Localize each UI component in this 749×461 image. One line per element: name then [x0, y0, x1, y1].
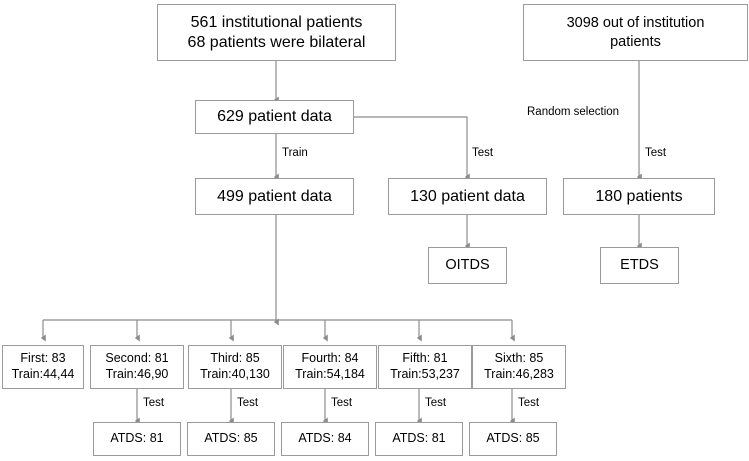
fold-3-name: Third: 85	[210, 351, 260, 366]
fold-2-name: Second: 81	[105, 351, 169, 366]
node-test-internal-patient-data: 130 patient data	[388, 178, 547, 215]
fold-1-name: First: 83	[20, 351, 66, 366]
out-of-institution-line-2: patients	[610, 33, 661, 50]
edge-total-to-test-internal	[354, 116, 470, 181]
fold-1-train: Train:44,44	[11, 367, 75, 381]
fold-5-name: Fifth: 81	[402, 351, 448, 366]
atds-4-label: ATDS: 81	[392, 431, 446, 446]
node-atds-2: ATDS: 85	[187, 422, 275, 456]
node-total-patient-data: 629 patient data	[195, 100, 354, 134]
node-fold-4: Fourth: 84 Train:54,184	[283, 345, 377, 389]
test-internal-patient-data-label: 130 patient data	[410, 187, 525, 205]
node-test-external-patients: 180 patients	[563, 178, 715, 215]
edge-label-test-fold-5: Test	[518, 397, 540, 409]
node-atds-5: ATDS: 85	[469, 422, 557, 456]
oitds-label: OITDS	[445, 257, 490, 274]
node-institutional-patients: 561 institutional patients 68 patients w…	[157, 4, 396, 61]
fold-6-train: Train:46,283	[484, 367, 554, 381]
institutional-line-1: 561 institutional patients	[190, 13, 363, 31]
institutional-line-2: 68 patients were bilateral	[187, 33, 366, 51]
node-oitds: OITDS	[428, 247, 507, 284]
node-fold-1: First: 83 Train:44,44	[2, 345, 84, 389]
node-atds-1: ATDS: 81	[93, 422, 181, 456]
fold-2-train: Train:46,90	[105, 367, 169, 381]
fold-6-name: Sixth: 85	[494, 351, 544, 366]
fold-3-train: Train:40,130	[200, 367, 270, 381]
test-external-patients-label: 180 patients	[595, 187, 683, 205]
node-train-patient-data: 499 patient data	[195, 178, 354, 215]
edge-label-test-fold-1: Test	[143, 397, 165, 409]
fold-4-name: Fourth: 84	[301, 351, 359, 366]
edge-label-test-fold-4: Test	[425, 397, 447, 409]
edge-label-random-selection: Random selection	[527, 106, 620, 118]
out-of-institution-line-1: 3098 out of institution	[566, 15, 705, 32]
etds-label: ETDS	[620, 257, 659, 274]
atds-5-label: ATDS: 85	[486, 431, 540, 446]
node-fold-5: Fifth: 81 Train:53,237	[378, 345, 472, 389]
edge-label-test-fold-3: Test	[331, 397, 353, 409]
atds-2-label: ATDS: 85	[204, 431, 258, 446]
edge-label-train: Train	[282, 147, 308, 159]
train-patient-data-label: 499 patient data	[217, 187, 332, 205]
node-atds-4: ATDS: 81	[375, 422, 463, 456]
fold-5-train: Train:53,237	[390, 367, 460, 381]
edge-label-test-fold-2: Test	[237, 397, 259, 409]
edge-label-test-external: Test	[645, 147, 667, 159]
atds-1-label: ATDS: 81	[110, 431, 164, 446]
total-patient-data-label: 629 patient data	[217, 108, 332, 125]
node-atds-3: ATDS: 84	[281, 422, 369, 456]
node-fold-3: Third: 85 Train:40,130	[188, 345, 282, 389]
node-fold-2: Second: 81 Train:46,90	[90, 345, 184, 389]
node-out-of-institution-patients: 3098 out of institution patients	[523, 4, 748, 61]
edge-label-test-internal: Test	[472, 147, 494, 159]
node-etds: ETDS	[600, 247, 679, 284]
node-fold-6: Sixth: 85 Train:46,283	[472, 345, 566, 389]
fold-4-train: Train:54,184	[295, 367, 365, 381]
atds-3-label: ATDS: 84	[298, 431, 352, 446]
